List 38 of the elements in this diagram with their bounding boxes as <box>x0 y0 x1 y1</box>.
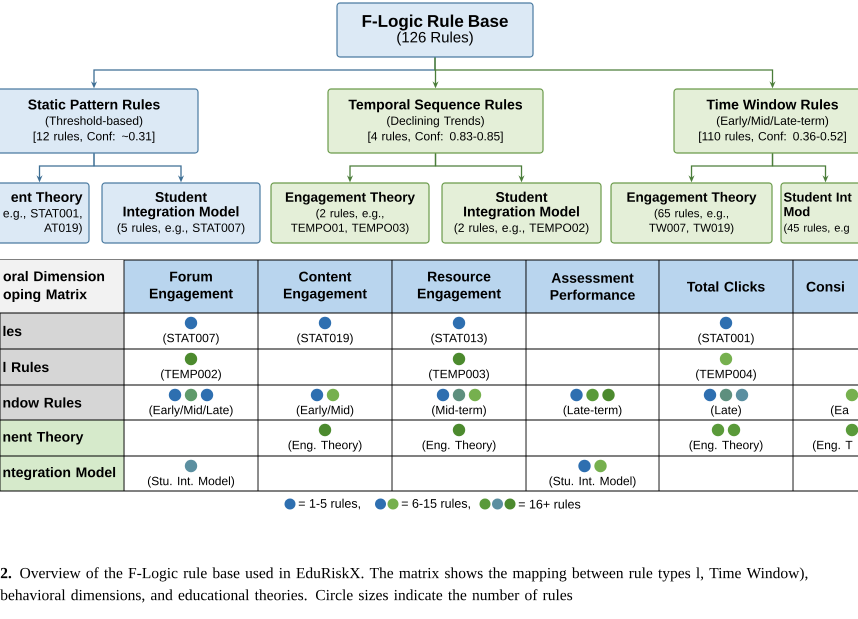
cell-text: (Mid-term) <box>432 405 486 417</box>
cell-text: (TEMP004) <box>696 369 756 381</box>
cell-text: (Stu. Int. Model) <box>148 476 234 488</box>
row-header: l Rules <box>0 348 124 386</box>
header-cell: Assessment Performance <box>526 260 660 314</box>
row-header: les <box>0 312 124 350</box>
header-cell: oral Dimension oping Matrix <box>0 260 124 313</box>
legend-text: = 1-5 rules, <box>298 498 360 510</box>
cell-text: (Ea <box>830 405 849 417</box>
row-header: nent Theory <box>0 420 124 456</box>
rule-box: Student Int Mod (45 rules, e.g <box>780 182 858 244</box>
rule-box: Static Pattern Rules (Threshold-based) [12 rules, Conf: ~0.31] <box>0 88 199 154</box>
cell-text: (Eng. Theory) <box>288 440 362 452</box>
cell-text: (Early/Mid) <box>296 405 354 417</box>
cell-text: (STAT001) <box>698 333 754 345</box>
row-header: ntegration Model <box>0 456 124 492</box>
cell-text: (Late) <box>711 405 741 417</box>
caption: 2. Overview of the F-Logic rule base used in EduRiskX. The matrix shows the mapping between rule types l, Time Window), behavioral dimensions, and educational theories. Circle sizes indicate the number of rules <box>0 567 808 602</box>
cell-text: (Late-term) <box>564 405 622 417</box>
legend-text: = 6-15 rules, <box>402 498 470 510</box>
cell-text: (Stu. Int. Model) <box>549 476 636 488</box>
rule-box: Time Window Rules (Early/Mid/Late-term) [110 rules, Conf: 0.36-0.52] <box>673 88 858 154</box>
cell-text: (TEMP003) <box>429 369 489 381</box>
cell-text: (Eng. T <box>812 440 852 452</box>
header-cell: Content Engagement <box>258 260 392 314</box>
cell-text: (STAT007) <box>163 333 219 345</box>
cell-text: (Eng. Theory) <box>422 440 496 452</box>
header-cell: Forum Engagement <box>124 260 258 314</box>
cell-text: (STAT019) <box>297 333 353 345</box>
cell-text: (STAT013) <box>431 333 487 345</box>
cell-text: (TEMP002) <box>161 369 221 381</box>
cell-text: (Early/Mid/Late) <box>149 405 233 417</box>
cell-text: (Eng. Theory) <box>690 440 762 452</box>
rule-box: ent Theory e.g., STAT001, AT019) <box>0 182 90 244</box>
legend-text: = 16+ rules <box>518 499 580 509</box>
row-header: ndow Rules <box>0 384 124 420</box>
header-cell: Resource Engagement <box>392 260 526 314</box>
header-cell: Consi <box>792 260 858 314</box>
